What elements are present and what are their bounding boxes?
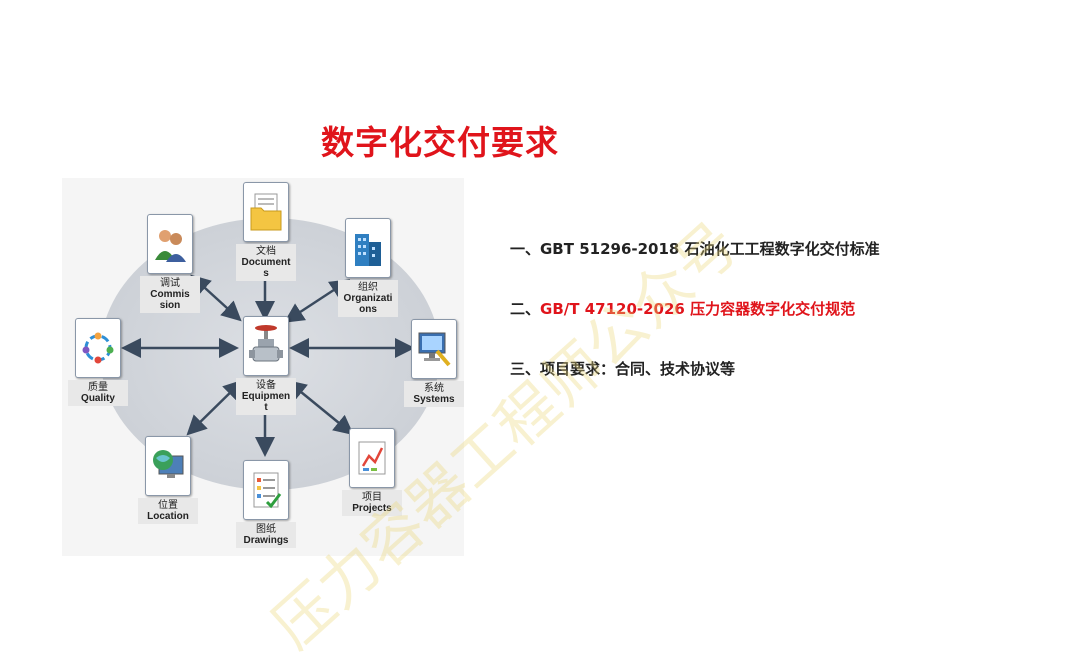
arrow-projects	[286, 379, 354, 436]
valve-icon	[243, 316, 289, 376]
monitor-icon	[411, 319, 457, 379]
quality-label-zh: 质量	[88, 382, 108, 393]
drawings-label-en: Drawings	[243, 535, 289, 546]
location-label-zh: 位置	[158, 500, 178, 511]
commission-label-en: Commis sion	[150, 289, 190, 311]
diagram-arrows	[121, 255, 415, 457]
equipment-label-zh: 设备	[256, 380, 276, 391]
page-title: 数字化交付要求	[321, 123, 559, 162]
projects-label-zh: 项目	[362, 492, 382, 503]
organizations-label-en: Organizati ons	[343, 293, 393, 315]
arrow-location	[186, 379, 244, 436]
arrow-organizations	[283, 279, 351, 323]
systems-label-zh: 系统	[424, 383, 444, 394]
systems-label-en: Systems	[413, 394, 455, 405]
folder-icon	[243, 182, 289, 242]
requirements-list: 一、GBT 51296-2018 石油化工工程数字化交付标准 二、GB/T 47…	[510, 238, 880, 418]
documents-label-en: Document s	[241, 257, 291, 279]
quality-label-en: Quality	[81, 393, 115, 404]
users-icon	[147, 214, 193, 274]
arrow-commission	[190, 274, 242, 322]
documents-label-zh: 文档	[256, 246, 276, 257]
projects-label-en: Projects	[352, 503, 392, 514]
organizations-label-zh: 组织	[358, 282, 378, 293]
checklist-icon	[243, 460, 289, 520]
equipment-label-en: Equipmen t	[241, 391, 291, 413]
location-label-en: Location	[147, 511, 189, 522]
drawings-label-zh: 图纸	[256, 524, 276, 535]
project-chart-icon	[349, 428, 395, 488]
commission-label-zh: 调试	[160, 278, 180, 289]
globe-monitor-icon	[145, 436, 191, 496]
requirement-item: 三、项目要求：合同、技术协议等	[510, 360, 736, 378]
requirement-item: 一、GBT 51296-2018 石油化工工程数字化交付标准	[510, 240, 880, 258]
people-cycle-icon	[75, 318, 121, 378]
requirement-item: 二、GB/T 47120-2026 压力容器数字化交付规范	[510, 300, 856, 318]
building-icon	[345, 218, 391, 278]
